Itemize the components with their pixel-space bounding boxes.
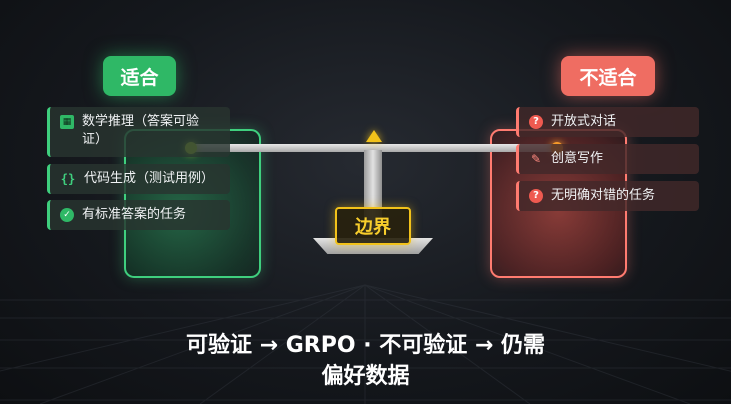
suitable-item-math-line2: 证）: [82, 132, 109, 147]
suitable-item-math-line1: 数学推理（答案可验: [82, 114, 200, 129]
unsuitable-label: 不适合: [561, 56, 655, 96]
unsuitable-item-writing: ✎ 创意写作: [516, 144, 699, 174]
pencil-icon: ✎: [530, 152, 542, 166]
check-circle-icon: ✓: [60, 208, 74, 222]
suitable-item-standard-text: 有标准答案的任务: [82, 207, 187, 222]
scale-beam: [190, 144, 558, 152]
caption: 可验证 → GRPO · 不可验证 → 仍需 偏好数据: [0, 330, 731, 392]
suitable-item-standard: ✓ 有标准答案的任务: [47, 200, 230, 230]
suitable-label: 适合: [103, 56, 176, 96]
unsuitable-item-writing-text: 创意写作: [551, 151, 604, 166]
question-circle-icon: ?: [529, 115, 543, 129]
unsuitable-item-dialogue-text: 开放式对话: [551, 114, 617, 129]
boundary-label: 边界: [335, 207, 411, 245]
unsuitable-item-dialogue: ? 开放式对话: [516, 107, 699, 137]
suitable-item-code: {} 代码生成（测试用例）: [47, 164, 230, 194]
suitable-item-math-text: 数学推理（答案可验 证）: [82, 113, 199, 149]
pivot-triangle-icon: [366, 130, 382, 142]
caption-line-1: 可验证 → GRPO · 不可验证 → 仍需: [185, 333, 545, 358]
code-braces-icon: {}: [60, 172, 76, 186]
caption-line-2: 偏好数据: [321, 364, 410, 389]
question-circle-icon: ?: [529, 189, 543, 203]
unsuitable-item-ambiguous-text: 无明确对错的任务: [551, 188, 656, 203]
suitable-item-math: ▦ 数学推理（答案可验 证）: [47, 107, 230, 157]
unsuitable-item-ambiguous: ? 无明确对错的任务: [516, 181, 699, 211]
calculator-icon: ▦: [60, 115, 74, 129]
suitable-item-code-text: 代码生成（测试用例）: [84, 171, 215, 186]
